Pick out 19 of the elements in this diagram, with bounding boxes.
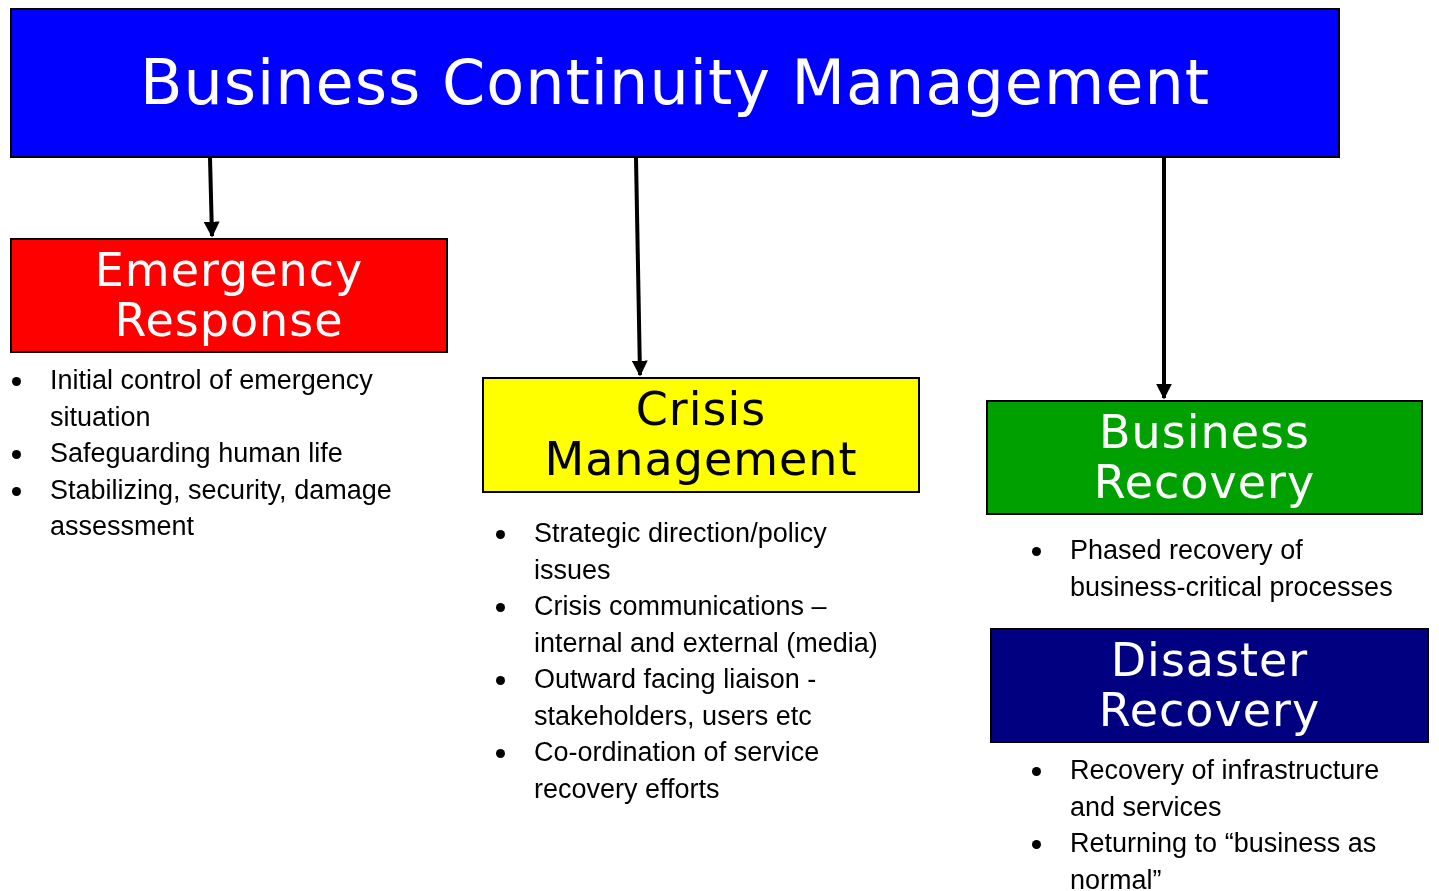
bullet-text: Safeguarding human life — [50, 438, 343, 468]
arrow — [203, 157, 220, 238]
bullet-text: Stabilizing, security, damage assessment — [50, 474, 392, 541]
heading-box — [986, 400, 1423, 515]
arrow — [631, 157, 648, 377]
bullet-text: Returning to “business as normal” — [1070, 828, 1377, 891]
box-title: Disaster Recovery — [1097, 635, 1322, 736]
heading-box — [482, 377, 920, 493]
box-title: Business Recovery — [1092, 407, 1317, 508]
box-title: Business Continuity Management — [138, 49, 1212, 117]
heading-box — [990, 628, 1429, 743]
bullet-text: Crisis communications – internal and external (media) — [534, 591, 878, 658]
heading-box — [10, 8, 1340, 158]
arrow — [1156, 158, 1172, 400]
box-title: Emergency Response — [93, 245, 365, 346]
heading-box — [10, 238, 448, 353]
box-title: Crisis Management — [543, 385, 859, 485]
bullet-text: Phased recovery of business-critical processes — [1070, 535, 1393, 602]
bullet-text: Co-ordination of service recovery efforts — [534, 737, 820, 804]
